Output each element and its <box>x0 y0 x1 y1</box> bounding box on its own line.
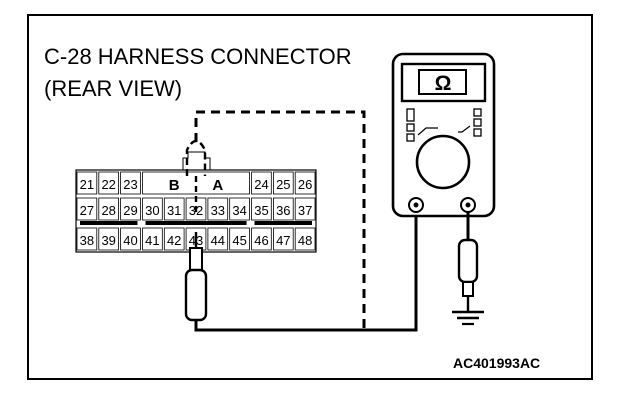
meter-marker <box>473 108 482 117</box>
lower-probe <box>184 232 208 322</box>
pin-label: 34 <box>232 203 246 218</box>
upper-probe <box>185 139 207 212</box>
pin-label: 44 <box>211 233 225 248</box>
dashed-probe-wire <box>194 110 366 330</box>
pin-cell <box>163 197 185 221</box>
meter-scale-line <box>417 127 438 136</box>
connector-key-bar <box>145 221 247 225</box>
pin-label: 42 <box>167 233 181 248</box>
probe-wire <box>194 212 418 332</box>
pin-cell <box>294 197 316 221</box>
pin-label: 25 <box>276 177 290 192</box>
pin-cell <box>163 227 185 251</box>
pin-cell <box>98 197 120 221</box>
meter-marker <box>406 123 415 132</box>
connector-cells <box>76 171 316 251</box>
com-jack-center <box>413 202 419 208</box>
pin-cell <box>76 171 98 195</box>
diagram-subtitle: (REAR VIEW) <box>44 76 183 101</box>
pin-cell-wide <box>142 171 250 195</box>
meter-marker <box>406 133 415 142</box>
pin-label: 28 <box>101 203 115 218</box>
pin-cell <box>294 171 316 195</box>
pin-label: 45 <box>232 233 246 248</box>
input-jack-center <box>465 202 471 208</box>
pin-label: 33 <box>211 203 225 218</box>
pin-cell <box>229 227 250 251</box>
pin-cell <box>142 197 163 221</box>
pin-label: 35 <box>254 203 268 218</box>
pin-label: 41 <box>145 233 159 248</box>
pin-cell <box>98 227 120 251</box>
pin-label: 39 <box>101 233 115 248</box>
ground-probe-neck <box>462 281 474 297</box>
pin-cell <box>272 197 294 221</box>
connector-pin-labels: 21 22 23 B A 24 25 26 <box>80 177 313 194</box>
pin-cell <box>98 171 120 195</box>
ground-probe <box>452 212 484 326</box>
pin-cell <box>207 227 229 251</box>
pin-label: 21 <box>80 177 94 192</box>
meter-display-window <box>418 69 467 95</box>
pin-label: 22 <box>101 177 115 192</box>
pin-label: 40 <box>123 233 137 248</box>
pin-label: 31 <box>167 203 181 218</box>
diagram-frame <box>27 14 593 380</box>
lower-probe-neck <box>189 247 203 271</box>
pin-label: 26 <box>298 177 312 192</box>
pin-label: 30 <box>145 203 159 218</box>
meter-scale-line <box>458 125 471 133</box>
pin-cell <box>120 227 141 251</box>
pin-cell <box>229 197 250 221</box>
connector-row-2: 2728293031323334353637 <box>80 203 313 218</box>
pin-cell <box>251 171 272 195</box>
pin-label: 37 <box>298 203 312 218</box>
pin-label: 38 <box>80 233 94 248</box>
pin-cell <box>272 227 294 251</box>
diagram-id: AC401993AC <box>453 355 541 371</box>
pin-label: 47 <box>276 233 290 248</box>
ohm-symbol: Ω <box>435 72 452 95</box>
connector-key-bar <box>80 221 138 225</box>
selector-dial-icon <box>415 134 471 190</box>
pin-label: A <box>212 177 223 194</box>
pin-cell <box>76 227 98 251</box>
pin-label: B <box>169 177 180 194</box>
pin-label: 27 <box>80 203 94 218</box>
pin-label: 24 <box>254 177 268 192</box>
pin-cell <box>142 227 163 251</box>
pin-cell <box>120 171 141 195</box>
pin-cell <box>294 227 316 251</box>
pin-cell <box>76 197 98 221</box>
connector-key-bar <box>254 221 312 225</box>
lower-probe-handle <box>184 268 208 322</box>
pin-cell <box>251 227 272 251</box>
connector-latch <box>182 151 211 170</box>
connector-row-3: 3839404142434445464748 <box>80 233 313 248</box>
multimeter: Ω <box>391 52 496 218</box>
pin-label: 36 <box>276 203 290 218</box>
meter-marker <box>473 128 482 137</box>
meter-marker <box>473 118 482 127</box>
pin-label: 29 <box>123 203 137 218</box>
diagram-title: C-28 HARNESS CONNECTOR <box>44 44 352 69</box>
pin-cell <box>272 171 294 195</box>
pin-cell <box>251 197 272 221</box>
pin-label: 48 <box>298 233 312 248</box>
pin-cell <box>120 197 141 221</box>
pin-label: 23 <box>123 177 137 192</box>
ground-probe-handle <box>457 238 479 284</box>
pin-cell <box>207 197 229 221</box>
meter-marker <box>406 108 415 122</box>
pin-label: 46 <box>254 233 268 248</box>
upper-probe-tip <box>185 139 207 176</box>
